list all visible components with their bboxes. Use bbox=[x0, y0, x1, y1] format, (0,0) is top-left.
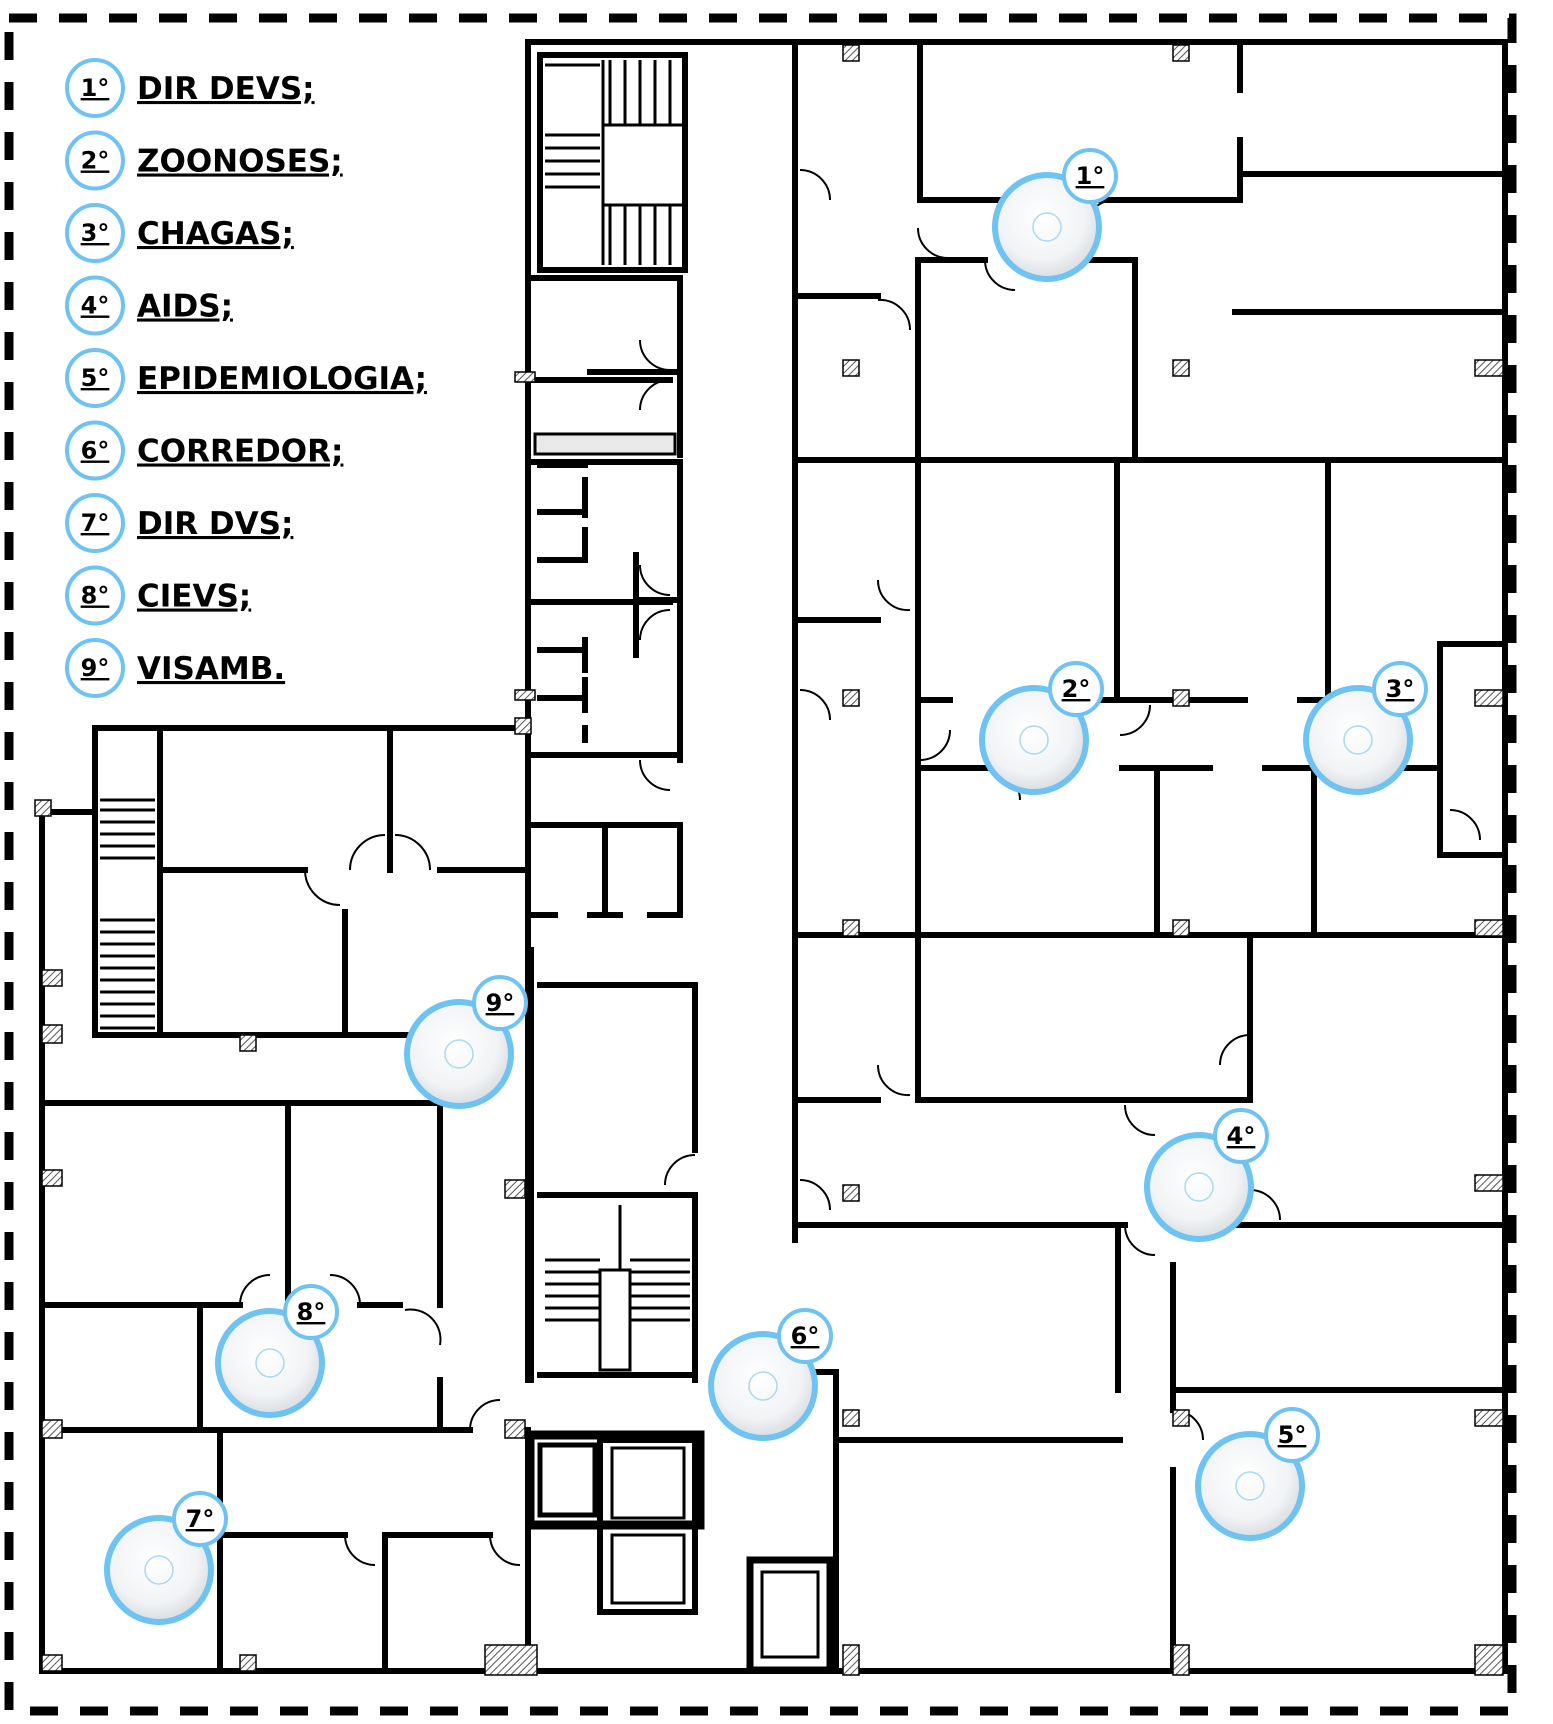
ap-led-ring bbox=[144, 1555, 174, 1585]
ap-number: 7° bbox=[186, 1505, 215, 1533]
legend-label: CIEVS; bbox=[137, 579, 251, 615]
door-swings bbox=[239, 169, 1481, 1566]
ap-badge bbox=[1048, 661, 1104, 717]
ap-led-ring bbox=[1032, 212, 1062, 242]
wifi-access-point-icon bbox=[104, 1515, 214, 1625]
legend-badge bbox=[65, 420, 125, 481]
legend-item: 3° CHAGAS; bbox=[65, 203, 294, 263]
legend-badge bbox=[65, 58, 125, 118]
legend-number: 2° bbox=[81, 147, 110, 175]
legend-item: 5° EPIDEMIOLOGIA; bbox=[65, 348, 427, 408]
ap-led-ring bbox=[1235, 1471, 1265, 1501]
legend-number: 8° bbox=[81, 582, 110, 610]
legend-badge bbox=[65, 130, 125, 191]
ap-badge bbox=[472, 975, 528, 1031]
ap-number: 3° bbox=[1386, 675, 1415, 703]
dashed-border bbox=[4, 13, 1517, 1716]
wifi-access-point-icon bbox=[1195, 1431, 1305, 1541]
stairs bbox=[100, 60, 690, 1372]
ap-number: 6° bbox=[791, 1322, 820, 1350]
ap-number: 9° bbox=[486, 989, 515, 1017]
legend-number: 7° bbox=[81, 509, 110, 537]
ap-badge bbox=[172, 1491, 228, 1547]
access-point-5: 5° bbox=[1195, 1407, 1320, 1541]
legend-label: EPIDEMIOLOGIA; bbox=[137, 361, 427, 397]
legend-item: 2° ZOONOSES; bbox=[65, 130, 343, 191]
legend-badge bbox=[65, 203, 125, 263]
ap-number: 5° bbox=[1278, 1421, 1307, 1449]
ap-number: 8° bbox=[297, 1298, 326, 1326]
ap-led-ring bbox=[1184, 1172, 1214, 1202]
ap-badge bbox=[1264, 1407, 1320, 1463]
legend-badge bbox=[65, 348, 125, 408]
legend-number: 5° bbox=[81, 364, 110, 392]
wifi-access-point-icon bbox=[992, 172, 1102, 282]
ap-number: 2° bbox=[1062, 675, 1091, 703]
legend-badge bbox=[65, 493, 125, 553]
legend-label: CHAGAS; bbox=[137, 216, 294, 252]
wifi-access-point-icon bbox=[979, 685, 1089, 795]
ap-badge bbox=[1062, 148, 1118, 204]
access-point-4: 4° bbox=[1144, 1108, 1269, 1242]
legend-item: 4° AIDS; bbox=[65, 275, 233, 336]
legend-label: CORREDOR; bbox=[137, 434, 343, 470]
legend-label: VISAMB. bbox=[137, 651, 285, 687]
legend-badge bbox=[65, 565, 125, 626]
legend-badge bbox=[65, 638, 125, 698]
legend-number: 1° bbox=[81, 74, 110, 102]
access-points: 1° 2° 3° 4° 5° 6° 7° 8° 9° bbox=[104, 148, 1428, 1625]
legend-number: 4° bbox=[81, 292, 110, 320]
access-point-7: 7° bbox=[104, 1491, 228, 1625]
access-point-1: 1° bbox=[992, 148, 1118, 282]
ap-led-ring bbox=[255, 1348, 285, 1378]
legend-label: DIR DEVS; bbox=[137, 71, 315, 107]
wifi-access-point-icon bbox=[215, 1308, 325, 1418]
legend-item: 1° DIR DEVS; bbox=[65, 58, 315, 118]
access-point-2: 2° bbox=[979, 661, 1104, 795]
access-point-9: 9° bbox=[404, 975, 528, 1109]
ap-badge bbox=[1213, 1108, 1269, 1164]
wifi-access-point-icon bbox=[1144, 1132, 1254, 1242]
ap-led-ring bbox=[748, 1371, 778, 1401]
ap-badge bbox=[777, 1308, 833, 1364]
ap-led-ring bbox=[444, 1039, 474, 1069]
ap-number: 1° bbox=[1076, 162, 1105, 190]
restroom-stalls bbox=[537, 369, 683, 743]
legend-label: ZOONOSES; bbox=[137, 144, 343, 180]
access-point-6: 6° bbox=[708, 1308, 833, 1441]
ap-badge bbox=[1372, 661, 1428, 717]
wifi-access-point-icon bbox=[708, 1331, 818, 1441]
legend: 1° DIR DEVS; 2° ZOONOSES; 3° CHAGAS; 4° AIDS; 5°… bbox=[65, 58, 427, 698]
legend-badge bbox=[65, 275, 125, 336]
ap-number: 4° bbox=[1227, 1122, 1256, 1150]
ap-led-ring bbox=[1019, 725, 1049, 755]
access-point-8: 8° bbox=[215, 1284, 339, 1418]
legend-label: DIR DVS; bbox=[137, 506, 293, 542]
legend-item: 9° VISAMB. bbox=[65, 638, 285, 698]
structural-pillars bbox=[34, 44, 1504, 1676]
legend-item: 7° DIR DVS; bbox=[65, 493, 293, 553]
ap-led-ring bbox=[1343, 725, 1373, 755]
legend-label: AIDS; bbox=[137, 289, 233, 325]
legend-item: 8° CIEVS; bbox=[65, 565, 251, 626]
wifi-access-point-icon bbox=[1303, 685, 1413, 795]
ap-badge bbox=[283, 1284, 339, 1340]
legend-number: 6° bbox=[81, 437, 110, 465]
legend-number: 9° bbox=[81, 654, 110, 682]
wifi-access-point-icon bbox=[404, 999, 514, 1109]
access-point-3: 3° bbox=[1303, 661, 1428, 795]
legend-item: 6° CORREDOR; bbox=[65, 420, 343, 481]
legend-number: 3° bbox=[81, 219, 110, 247]
